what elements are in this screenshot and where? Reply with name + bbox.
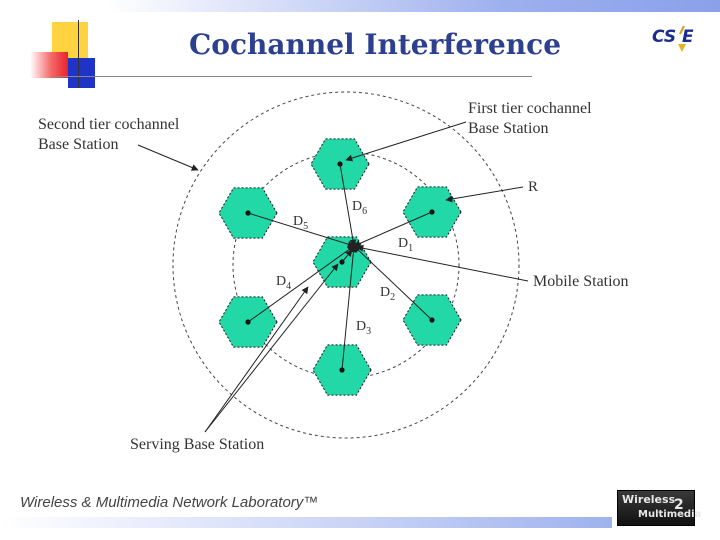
distance-label-d4: D4 [276,274,291,292]
leader-radius [445,186,524,203]
leader-first-tier [345,121,467,162]
distance-label-d1-base: D [398,236,408,251]
footer-lab-name: Wireless & Multimedia Network Laboratory… [20,494,319,511]
lab-logo-mark: 2 [674,497,684,513]
bottom-gradient-bar [0,517,612,528]
label-mobile-station: Mobile Station [533,273,629,290]
lab-logo: Wireless 2 Multimedia [617,490,701,526]
label-radius: R [528,179,538,195]
distance-line-cell-upper-right [353,211,433,247]
distance-label-d2-base: D [380,285,390,300]
leader-serving-a [204,263,339,433]
lab-logo-line1: Wireless [622,493,676,506]
distance-label-d5-subscript: 5 [303,221,308,232]
logo-vertical-line [78,20,79,88]
distance-label-d3-base: D [356,319,366,334]
distance-label-d2: D2 [380,285,395,303]
logo-red-bar [30,52,68,78]
distance-label-d6-base: D [352,199,362,214]
cse-logo-text: CS E [652,27,694,47]
distance-label-d3: D3 [356,319,371,337]
label-first-tier-line2: Base Station [468,120,548,137]
serving-to-mobile-line [341,249,353,263]
lab-logo-line2: Multimedia [638,509,702,520]
distance-line-cell-lower-left [247,245,355,323]
distance-label-d4-subscript: 4 [286,281,291,292]
distance-line-cell-bottom [341,245,357,371]
cse-logo: CS E [652,25,694,52]
label-second-tier-line2: Base Station [38,136,118,153]
second-tier-circle [172,91,520,439]
slide-title: Cochannel Interference [188,28,562,61]
distance-label-d5-base: D [293,214,303,229]
label-second-tier-line1: Second tier cochannel [38,116,180,133]
top-gradient-bar [0,0,720,12]
title-underline [52,76,532,77]
distance-line-cell-top [339,163,357,247]
distance-label-d6: D6 [352,199,367,217]
leader-second-tier [137,144,199,171]
distance-line-cell-lower-right [353,245,433,321]
distance-label-d3-subscript: 3 [366,326,371,337]
leader-mobile-station [356,244,529,282]
first-tier-circle [232,151,460,379]
distance-label-d4-base: D [276,274,286,289]
cell-group [218,138,462,396]
label-serving-base-station: Serving Base Station [130,436,264,453]
distance-line-cell-upper-left [247,212,355,248]
logo-blue-square [68,58,95,88]
leader-serving-b [204,286,309,433]
distance-label-d1: D1 [398,236,413,254]
distance-label-d2-subscript: 2 [390,292,395,303]
connector-group [137,121,529,433]
distance-label-d6-subscript: 6 [362,206,367,217]
label-group: Second tier cochannel Base Station First… [38,100,629,453]
distance-label-d5: D5 [293,214,308,232]
label-first-tier-line1: First tier cochannel [468,100,592,117]
distance-label-d1-subscript: 1 [408,243,413,254]
